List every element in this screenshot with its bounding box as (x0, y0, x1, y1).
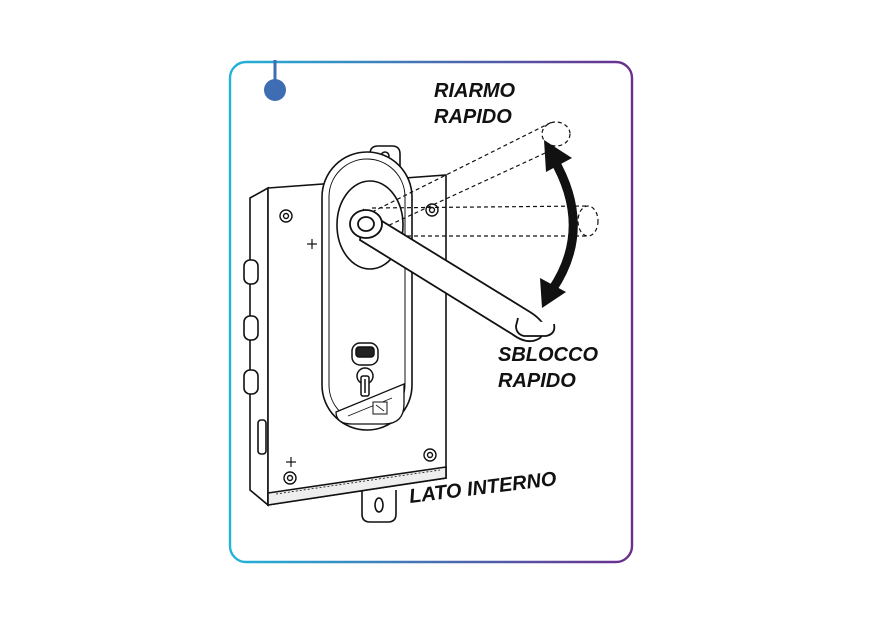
trim-plate (335, 383, 405, 425)
side-bolts (243, 259, 267, 455)
card-frame (228, 60, 634, 564)
screws (279, 203, 439, 485)
label-rearm-line2: RAPIDO (434, 106, 512, 128)
bottom-mount-tab (361, 490, 397, 523)
label-rearm-line1: RIARMO (434, 80, 516, 102)
lever-ghost-upper (369, 121, 571, 235)
lever-handle (349, 208, 556, 343)
cylinder-keyhole (351, 342, 379, 397)
label-release-line1: SBLOCCO (498, 344, 598, 366)
map-pin-icon (264, 60, 286, 101)
double-curved-arrow-icon (540, 140, 578, 308)
label-release-line2: RAPIDO (498, 370, 576, 392)
